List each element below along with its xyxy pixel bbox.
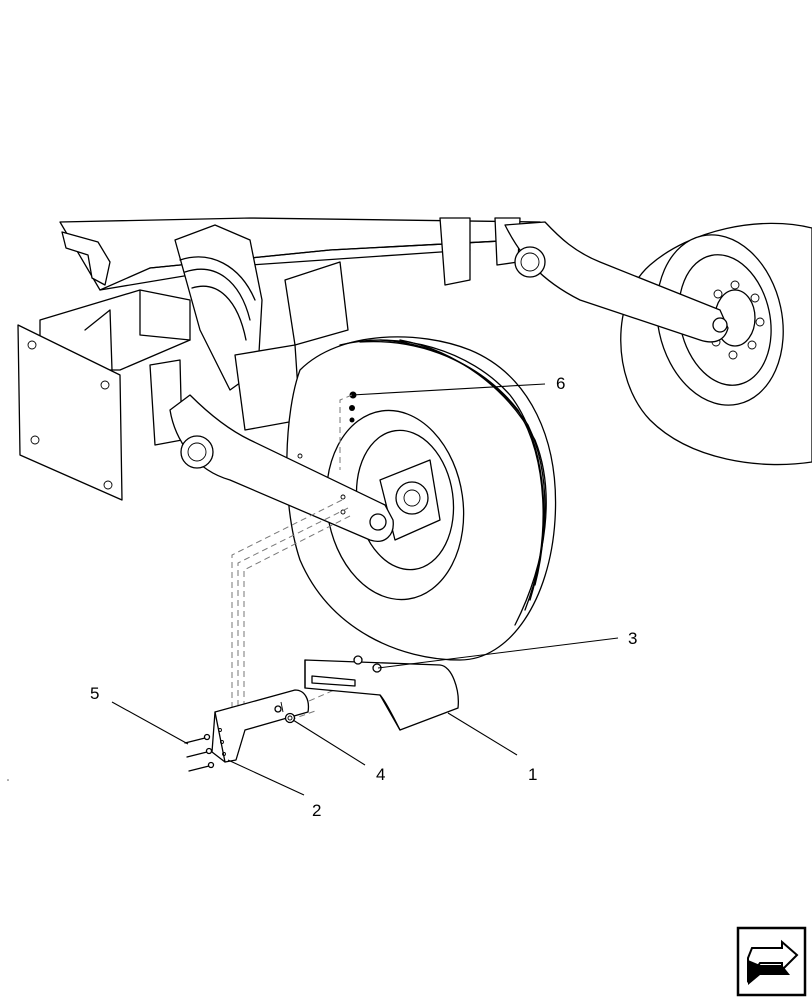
callout-1: 1 bbox=[528, 765, 537, 784]
callout-2: 2 bbox=[312, 801, 321, 820]
part-2-bracket bbox=[211, 689, 310, 763]
leader-3 bbox=[377, 637, 619, 669]
part-1-shield bbox=[304, 659, 459, 731]
callout-6: 6 bbox=[556, 374, 565, 393]
rear-wheel-arm bbox=[504, 221, 729, 343]
callout-5: 5 bbox=[90, 684, 99, 703]
return-arrow-icon[interactable] bbox=[736, 926, 807, 997]
leader-4 bbox=[292, 719, 366, 766]
main-frame bbox=[17, 217, 541, 501]
leader-6 bbox=[351, 383, 546, 396]
hardware-3-4 bbox=[284, 655, 382, 724]
leader-1 bbox=[447, 712, 518, 756]
leader-5 bbox=[111, 701, 189, 745]
rear-wheel bbox=[620, 222, 812, 466]
front-wheel-arm bbox=[169, 394, 394, 542]
leader-2 bbox=[227, 759, 305, 796]
callout-3: 3 bbox=[628, 629, 637, 648]
stray-dot bbox=[7, 779, 9, 781]
hardware-5-bolts bbox=[184, 733, 215, 772]
callout-4: 4 bbox=[376, 765, 385, 784]
